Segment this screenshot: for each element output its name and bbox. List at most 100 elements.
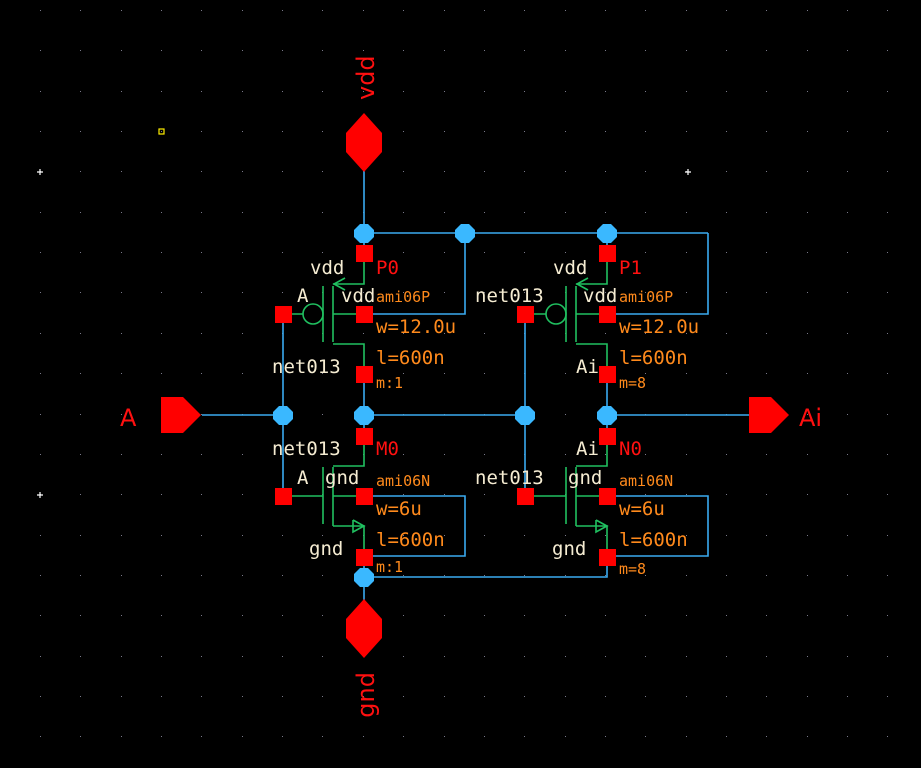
n0-drain-lead — [576, 435, 608, 467]
pin-gnd[interactable]: gnd — [346, 599, 382, 718]
m0-bulk-terminal[interactable] — [356, 488, 373, 505]
m0-drain-terminal[interactable] — [356, 428, 373, 445]
m0-length: l=600n — [376, 529, 445, 551]
grid-dot — [161, 10, 162, 11]
n0-multiplier: m=8 — [619, 560, 646, 578]
grid-dot — [242, 252, 243, 253]
grid-dot — [484, 10, 485, 11]
grid-dot — [80, 10, 81, 11]
grid-dot — [807, 414, 808, 415]
grid-dot — [40, 91, 41, 92]
p0-instance-name[interactable]: P0 — [376, 257, 399, 279]
grid-dot — [242, 736, 243, 737]
wire-m0-bulk[interactable] — [364, 495, 466, 557]
p1-source-lead — [576, 343, 608, 374]
grid-dot — [484, 615, 485, 616]
grid-dot — [645, 454, 646, 455]
grid-dot — [726, 333, 727, 334]
grid-dot — [887, 333, 888, 334]
grid-dot — [80, 91, 81, 92]
pin-ai[interactable]: Ai — [749, 397, 822, 433]
grid-dot — [726, 656, 727, 657]
junction-dot[interactable] — [455, 224, 475, 243]
selection-marker[interactable] — [158, 128, 165, 135]
grid-dot — [645, 575, 646, 576]
grid-dot — [847, 535, 848, 536]
n0-source-terminal[interactable] — [599, 549, 616, 566]
grid-dot — [524, 656, 525, 657]
grid-dot — [766, 10, 767, 11]
grid-dot — [524, 91, 525, 92]
p1-bulk-terminal[interactable] — [599, 306, 616, 323]
p0-bulk-terminal[interactable] — [356, 306, 373, 323]
p1-instance-name[interactable]: P1 — [619, 257, 642, 279]
grid-dot — [242, 212, 243, 213]
grid-dot — [887, 454, 888, 455]
grid-dot — [807, 50, 808, 51]
junction-dot[interactable] — [354, 406, 374, 425]
grid-dot — [847, 696, 848, 697]
grid-dot — [887, 91, 888, 92]
pin-vdd[interactable]: vdd — [346, 55, 382, 172]
m0-instance-name[interactable]: M0 — [376, 438, 399, 460]
grid-dot — [444, 131, 445, 132]
p0-gate-terminal[interactable] — [275, 306, 292, 323]
wire-n0-bulk[interactable] — [607, 495, 709, 557]
grid-dot — [524, 171, 525, 172]
grid-dot — [121, 494, 122, 495]
grid-dot — [605, 333, 606, 334]
n0-drain-terminal[interactable] — [599, 428, 616, 445]
grid-dot — [80, 414, 81, 415]
grid-dot — [524, 615, 525, 616]
junction-dot[interactable] — [354, 224, 374, 243]
junction-dot[interactable] — [354, 568, 374, 587]
p1-gate-terminal[interactable] — [517, 306, 534, 323]
p0-source-terminal[interactable] — [356, 366, 373, 383]
grid-dot — [807, 292, 808, 293]
grid-dot — [80, 292, 81, 293]
grid-dot — [242, 131, 243, 132]
p0-drain-terminal[interactable] — [356, 245, 373, 262]
grid-dot — [444, 696, 445, 697]
grid-dot — [686, 10, 687, 11]
grid-dot — [40, 373, 41, 374]
p0-gate-bubble-icon — [302, 303, 324, 325]
m0-source-terminal[interactable] — [356, 549, 373, 566]
grid-dot — [242, 91, 243, 92]
p1-multiplier: m=8 — [619, 374, 646, 392]
grid-dot — [807, 656, 808, 657]
m0-source-net-label: gnd — [309, 538, 343, 560]
grid-dot — [605, 292, 606, 293]
device-p1[interactable] — [525, 253, 608, 374]
grid-dot — [40, 575, 41, 576]
p1-drain-terminal[interactable] — [599, 245, 616, 262]
p1-source-terminal[interactable] — [599, 366, 616, 383]
grid-dot — [444, 50, 445, 51]
grid-dot — [282, 736, 283, 737]
grid-dot — [242, 171, 243, 172]
junction-dot[interactable] — [597, 406, 617, 425]
grid-dot — [322, 252, 323, 253]
wire-p1-bulk[interactable] — [607, 233, 709, 315]
pin-a[interactable]: A — [120, 397, 201, 433]
grid-dot — [605, 535, 606, 536]
m0-gate-terminal[interactable] — [275, 488, 292, 505]
grid-dot — [161, 736, 162, 737]
grid-dot — [242, 373, 243, 374]
n0-instance-name[interactable]: N0 — [619, 438, 642, 460]
junction-dot[interactable] — [273, 406, 293, 425]
m0-drain-net-label: net013 — [272, 438, 341, 460]
grid-dot — [807, 535, 808, 536]
junction-dot[interactable] — [597, 224, 617, 243]
grid-dot — [201, 535, 202, 536]
wire-p0-bulk[interactable] — [364, 233, 466, 315]
grid-dot — [444, 454, 445, 455]
n0-bulk-terminal[interactable] — [599, 488, 616, 505]
n0-gate-terminal[interactable] — [517, 488, 534, 505]
n0-bulk-net-label: gnd — [568, 467, 602, 489]
n0-model: ami06N — [619, 472, 673, 490]
grid-dot — [807, 373, 808, 374]
junction-dot[interactable] — [515, 406, 535, 425]
grid-dot — [686, 252, 687, 253]
